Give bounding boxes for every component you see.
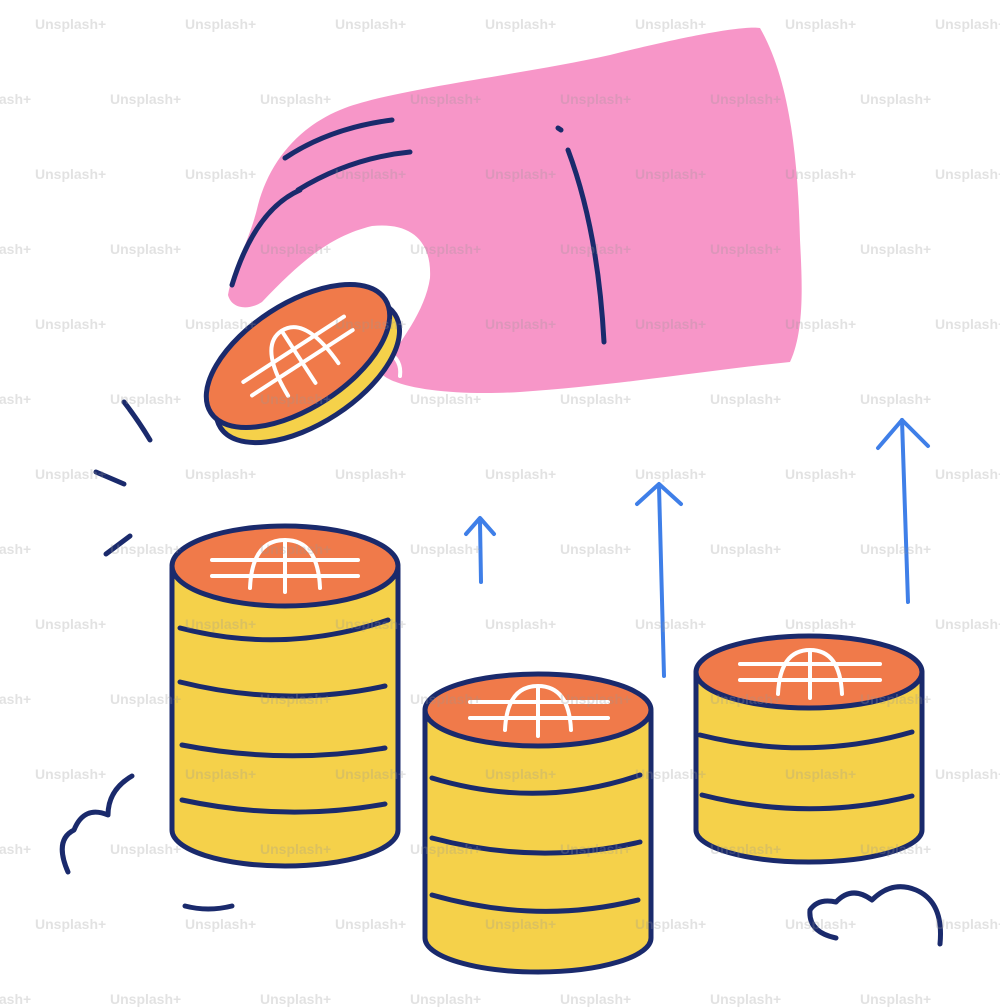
coin-stack-left (169, 523, 401, 869)
cloud-doodle-icon (59, 773, 135, 875)
arrow-up-icon (464, 516, 496, 584)
growth-arrows (464, 418, 930, 678)
arrow-up-icon (635, 482, 683, 678)
sparkle-icon (93, 399, 153, 557)
coin-icon (203, 282, 403, 446)
coin-stack-right (693, 633, 925, 865)
coin-symbol-right (738, 647, 882, 700)
hand-icon (228, 27, 802, 394)
coin-symbol-middle (468, 683, 610, 738)
dash-doodle (182, 903, 235, 912)
cloud-doodle-icon (807, 884, 943, 947)
arrow-up-icon (876, 418, 930, 604)
coin-stack-middle (422, 671, 654, 975)
coin-symbol-left (210, 537, 360, 594)
